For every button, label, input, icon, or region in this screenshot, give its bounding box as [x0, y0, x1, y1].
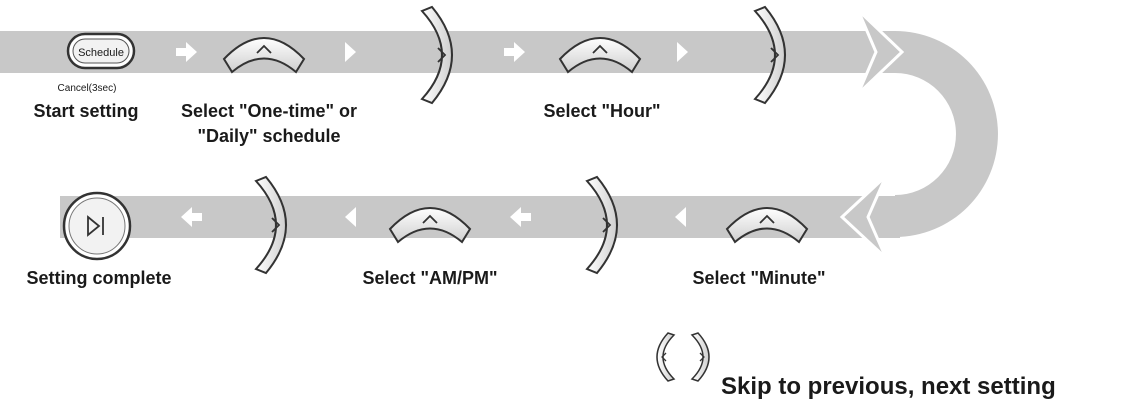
arrow-icon [176, 42, 197, 62]
step-start-label: Start setting [33, 101, 138, 121]
step-mode-label-line1: Select "One-time" or [181, 101, 357, 121]
step-minute-label: Select "Minute" [692, 268, 825, 288]
legend-text: Skip to previous, next setting [721, 373, 1056, 400]
step-mode-label-line2: "Daily" schedule [197, 126, 340, 146]
arrow-icon [677, 42, 688, 62]
u-turn-band [895, 31, 998, 237]
right-chevron-key-icon [254, 175, 287, 275]
bottom-arrowhead [839, 174, 888, 260]
up-arrow-key-icon [222, 37, 306, 74]
right-chevron-key-icon [585, 175, 618, 275]
cancel-note: Cancel(3sec) [58, 83, 117, 94]
top-arrowhead [856, 8, 905, 96]
flow-arrows [176, 42, 688, 227]
complete-button[interactable] [62, 191, 132, 261]
step-complete-label: Setting complete [26, 268, 171, 288]
arrow-icon [510, 207, 531, 227]
right-chevron-key-icon [753, 5, 786, 105]
step-hour-label: Select "Hour" [543, 101, 660, 121]
flow-track [0, 8, 998, 260]
up-arrow-key-icon [388, 207, 472, 244]
play-pause-icon [87, 215, 104, 237]
arrow-icon [345, 42, 356, 62]
arrow-icon [181, 207, 202, 227]
schedule-button-label: Schedule [78, 47, 124, 59]
arrow-icon [675, 207, 686, 227]
up-arrow-key-icon [558, 37, 642, 74]
schedule-button[interactable]: Schedule [66, 32, 136, 70]
chevron-left-icon [656, 332, 676, 382]
legend-icons [656, 332, 710, 382]
step-ampm-label: Select "AM/PM" [362, 268, 497, 288]
up-arrow-key-icon [725, 207, 809, 244]
arrow-icon [504, 42, 525, 62]
arrow-icon [345, 207, 356, 227]
right-chevron-key-icon [420, 5, 453, 105]
chevron-right-icon [690, 332, 710, 382]
